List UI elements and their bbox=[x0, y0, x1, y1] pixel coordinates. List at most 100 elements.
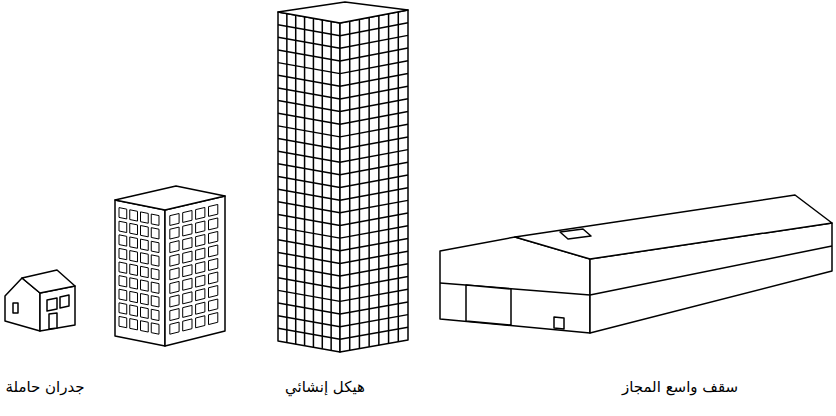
building-type-label: هيكل إنشائي bbox=[285, 378, 365, 396]
tower-grid-line bbox=[278, 328, 340, 339]
midrise-window bbox=[209, 204, 218, 216]
warehouse-roof bbox=[515, 195, 832, 259]
warehouse-band bbox=[590, 246, 832, 295]
midrise-window bbox=[196, 316, 205, 328]
tower-grid-line bbox=[340, 188, 408, 200]
tower-grid-line bbox=[340, 162, 408, 175]
tower-grid-line bbox=[278, 63, 340, 74]
midrise-left-face bbox=[115, 200, 165, 346]
midrise-window bbox=[183, 292, 192, 304]
midrise-window bbox=[141, 253, 149, 264]
building-type-label: سقف واسع المجاز bbox=[622, 378, 738, 396]
midrise-window bbox=[170, 322, 179, 334]
midrise-window bbox=[196, 289, 205, 301]
house-window bbox=[47, 298, 57, 311]
midrise-window bbox=[183, 319, 192, 331]
tower-grid-line bbox=[340, 73, 408, 86]
midrise-window bbox=[141, 212, 149, 223]
midrise-right-face bbox=[165, 196, 225, 346]
tower-grid-line bbox=[278, 50, 340, 61]
tower-grid-line bbox=[340, 213, 408, 225]
tower-grid-line bbox=[278, 101, 340, 112]
tower-grid-line bbox=[340, 289, 408, 301]
tower-grid-line bbox=[278, 202, 340, 213]
midrise-window bbox=[119, 221, 127, 232]
tower-grid-line bbox=[340, 35, 408, 48]
midrise-window bbox=[151, 268, 159, 279]
warehouse-band bbox=[440, 283, 590, 295]
midrise-window bbox=[209, 272, 218, 284]
warehouse bbox=[440, 195, 832, 333]
midrise-window bbox=[130, 210, 138, 221]
midrise-window bbox=[209, 218, 218, 230]
midrise-window bbox=[141, 266, 149, 277]
tower-grid-line bbox=[340, 277, 408, 289]
tower-grid-line bbox=[278, 316, 340, 327]
tower-grid-line bbox=[278, 126, 340, 137]
midrise-window bbox=[170, 227, 179, 239]
midrise-window bbox=[209, 313, 218, 325]
tower-grid-line bbox=[340, 200, 408, 212]
midrise-window bbox=[151, 241, 159, 252]
midrise-window bbox=[119, 289, 127, 300]
tower-grid-line bbox=[340, 251, 408, 263]
midrise-window bbox=[151, 309, 159, 320]
midrise-window bbox=[170, 268, 179, 280]
tower-grid-line bbox=[278, 278, 340, 289]
house bbox=[5, 270, 75, 331]
midrise-window bbox=[209, 299, 218, 311]
tower-grid-line bbox=[340, 99, 408, 112]
tower-grid-line bbox=[278, 265, 340, 276]
tower-grid-line bbox=[278, 37, 340, 48]
tower-grid-line bbox=[340, 264, 408, 276]
tower-grid-line bbox=[278, 252, 340, 263]
tower-grid-line bbox=[278, 25, 340, 36]
tower-grid-line bbox=[340, 86, 408, 99]
midrise bbox=[115, 186, 225, 346]
tower-grid-line bbox=[340, 175, 408, 188]
tower-grid-line bbox=[278, 75, 340, 86]
midrise-window bbox=[141, 294, 149, 305]
tower-right-face bbox=[340, 10, 408, 352]
tower-grid-line bbox=[340, 238, 408, 250]
house-door bbox=[49, 313, 57, 329]
tower-left-face bbox=[278, 12, 340, 352]
midrise-window bbox=[183, 224, 192, 236]
tower-grid-line bbox=[278, 151, 340, 162]
tower-grid-line bbox=[278, 214, 340, 225]
midrise-window bbox=[209, 286, 218, 298]
midrise-window bbox=[170, 241, 179, 253]
tower-grid-line bbox=[340, 23, 408, 36]
tower-grid-line bbox=[340, 150, 408, 163]
midrise-window bbox=[183, 238, 192, 250]
midrise-window bbox=[170, 309, 179, 321]
midrise-window bbox=[130, 264, 138, 275]
tower-grid-line bbox=[340, 61, 408, 74]
midrise-window bbox=[196, 275, 205, 287]
midrise-window bbox=[151, 214, 159, 225]
midrise-window bbox=[196, 235, 205, 247]
midrise-window bbox=[183, 278, 192, 290]
tower-grid-line bbox=[340, 137, 408, 150]
midrise-window bbox=[141, 280, 149, 291]
midrise-window bbox=[130, 319, 138, 330]
midrise-window bbox=[196, 302, 205, 314]
midrise-window bbox=[151, 255, 159, 266]
midrise-window bbox=[196, 248, 205, 260]
midrise-window bbox=[151, 282, 159, 293]
warehouse-small-door bbox=[554, 317, 564, 329]
midrise-window bbox=[141, 307, 149, 318]
midrise-window bbox=[196, 221, 205, 233]
midrise-window bbox=[119, 262, 127, 273]
midrise-window bbox=[170, 254, 179, 266]
tower-grid-line bbox=[340, 48, 408, 61]
midrise-window bbox=[141, 321, 149, 332]
midrise-window bbox=[183, 305, 192, 317]
midrise-window bbox=[183, 210, 192, 222]
midrise-window bbox=[151, 323, 159, 334]
midrise-window bbox=[130, 278, 138, 289]
midrise-window bbox=[151, 228, 159, 239]
tower-grid-line bbox=[278, 240, 340, 251]
tower-grid-line bbox=[278, 139, 340, 150]
